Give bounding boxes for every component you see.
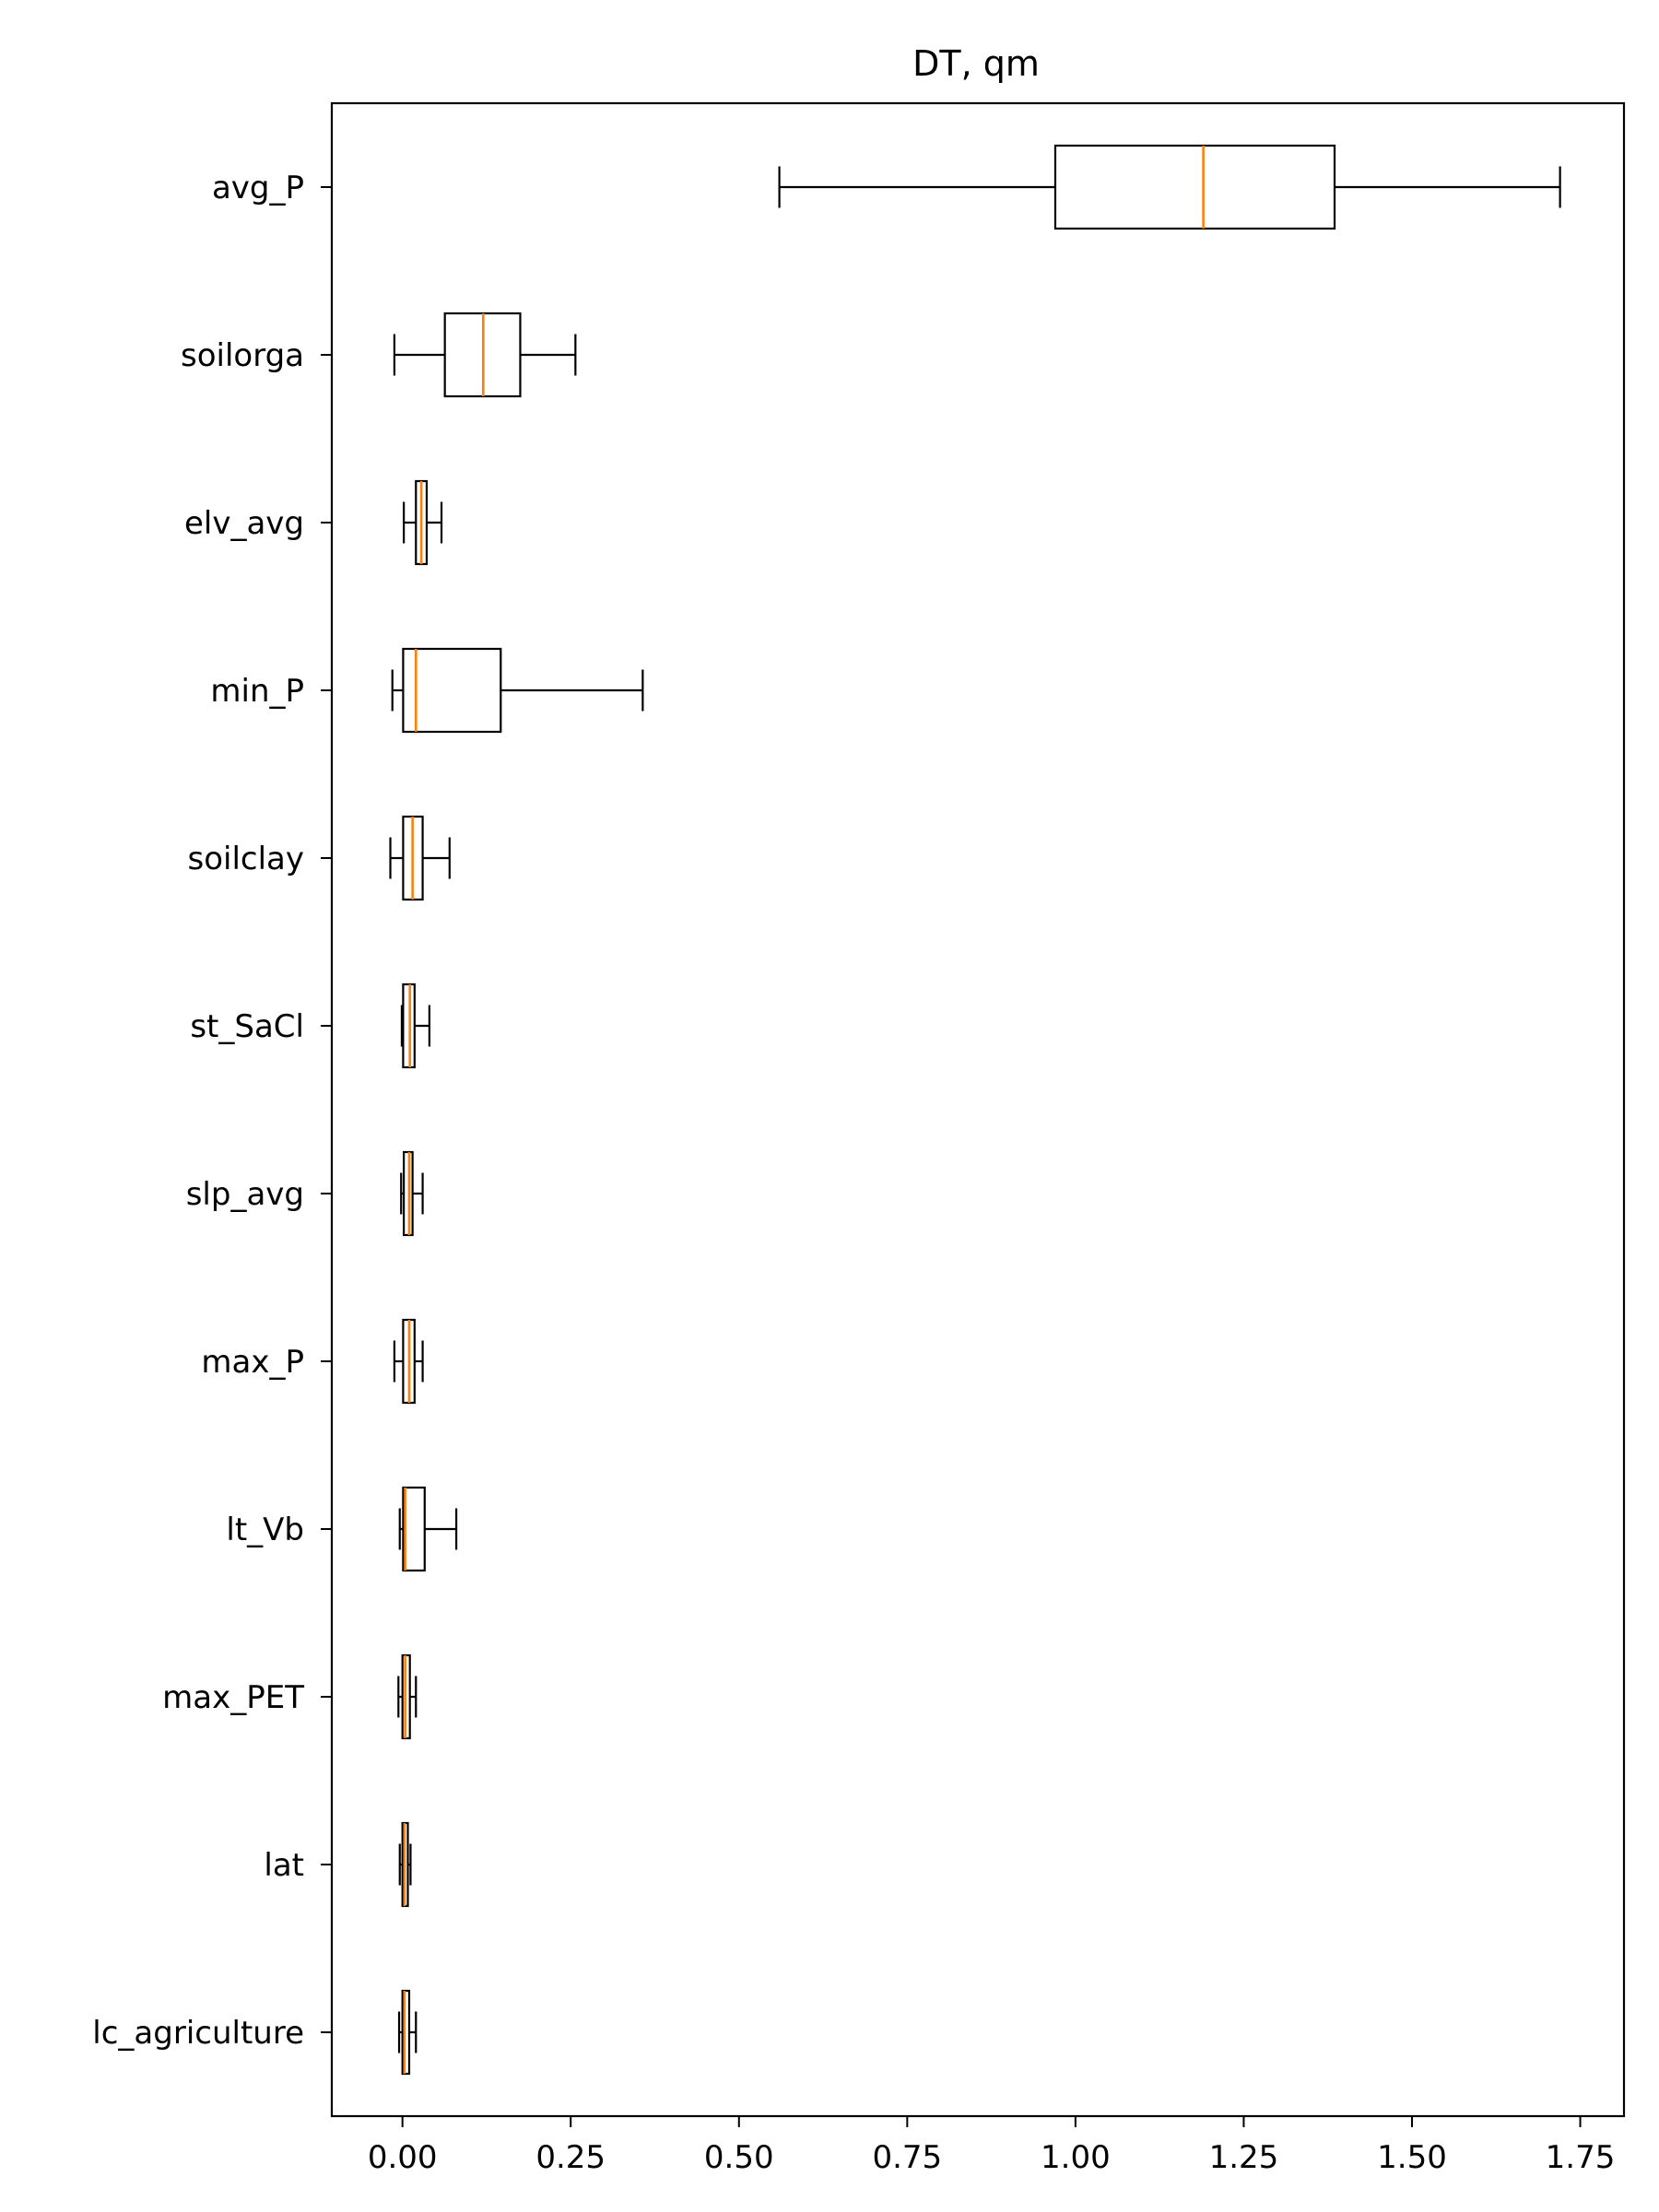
box [401, 1989, 411, 2076]
box [402, 647, 502, 734]
x-tick-label: 1.25 [1209, 2139, 1279, 2176]
y-tick-label: soilclay [187, 841, 304, 877]
x-tick-label: 0.00 [368, 2139, 438, 2176]
y-tick-label: lc_agriculture [92, 2015, 304, 2052]
y-tick-label: min_P [210, 673, 304, 710]
y-tick-label: lt_Vb [226, 1512, 304, 1548]
x-tick-label: 0.75 [872, 2139, 942, 2176]
x-tick-label: 1.00 [1041, 2139, 1111, 2176]
y-tick-label: max_PET [162, 1679, 304, 1716]
y-tick-label: lat [264, 1847, 304, 1884]
axes-frame [330, 101, 1626, 2118]
x-tick-label: 0.25 [535, 2139, 606, 2176]
y-tick-label: soilorga [181, 337, 304, 374]
x-tick-label: 1.50 [1377, 2139, 1447, 2176]
box [1053, 144, 1336, 230]
box [402, 1486, 426, 1572]
y-tick-label: slp_avg [186, 1176, 304, 1213]
x-tick-label: 1.75 [1546, 2139, 1616, 2176]
y-tick-label: st_SaCl [190, 1008, 304, 1045]
y-tick-label: avg_P [212, 170, 304, 206]
y-tick-label: max_P [201, 1344, 304, 1381]
y-tick-label: elv_avg [184, 505, 304, 542]
plot-area: avg_P soilorga elv_avg min_P soilclay st_SaCl… [92, 144, 1616, 2176]
chart-title: DT, qm [912, 43, 1040, 84]
x-tick-label: 0.50 [704, 2139, 774, 2176]
